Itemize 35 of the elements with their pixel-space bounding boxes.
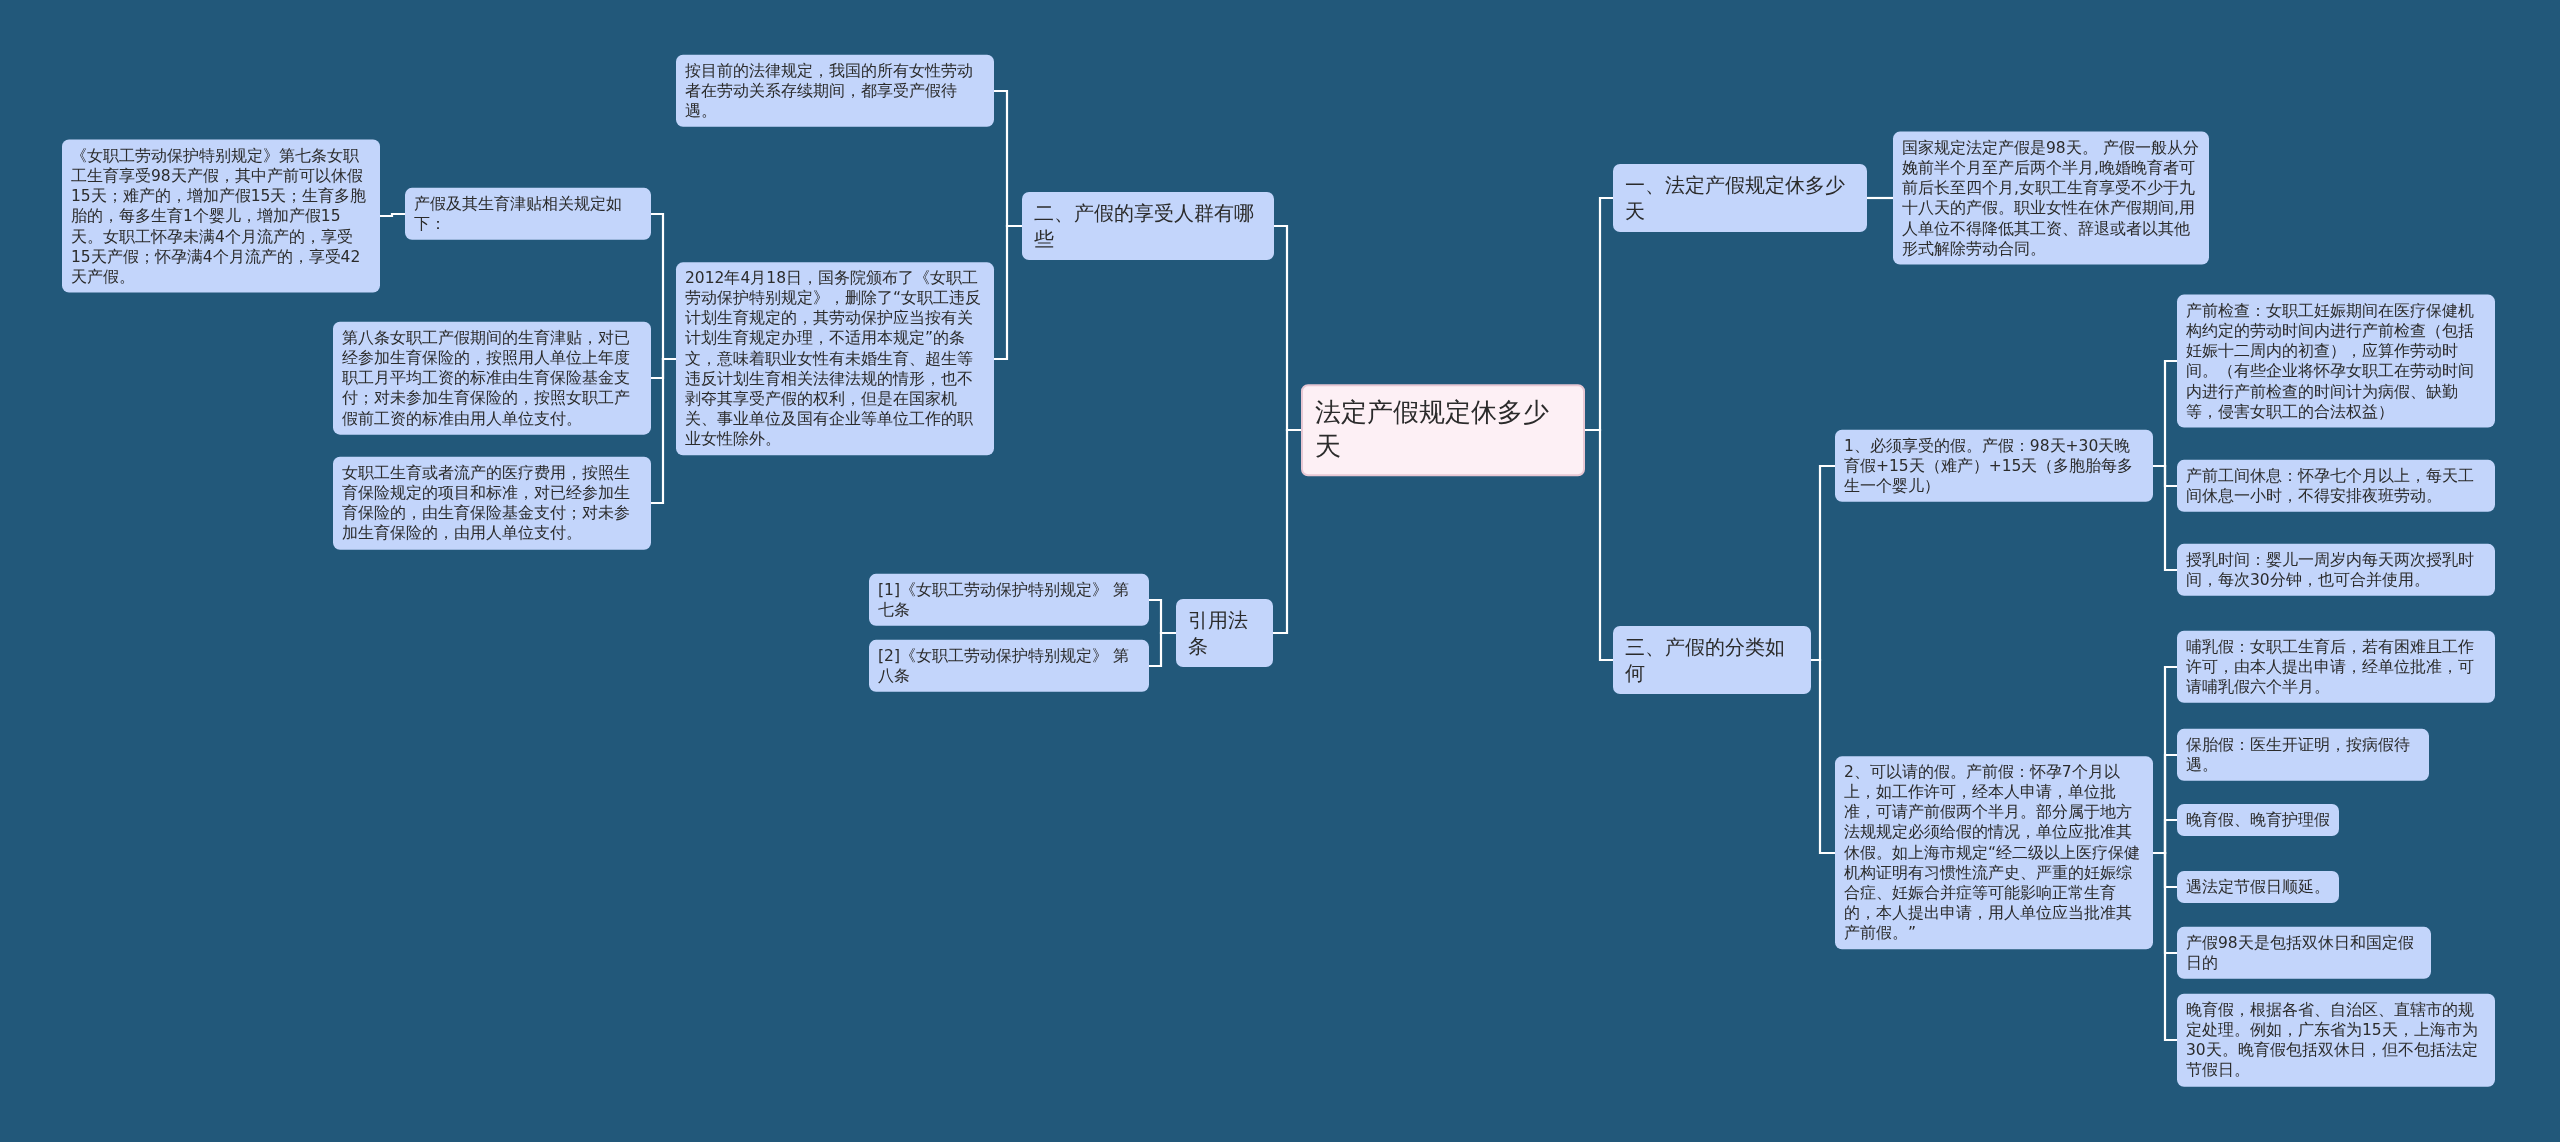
topic-card: 第八条女职工产假期间的生育津贴，对已经参加生育保险的，按照用人单位上年度职工月平均工资的标准由生育保险基金支付；对未参加生育保险的，按照女职工产假前工资的标准由用人单位支付。 — [333, 321, 651, 435]
topic-card: 产前工间休息：怀孕七个月以上，每天工间休息一小时，不得安排夜班劳动。 — [2177, 459, 2495, 513]
topic-card: 女职工生育或者流产的医疗费用，按照生育保险规定的项目和标准，对已经参加生育保险的，由生育保险基金支付；对未参加生育保险的，由用人单位支付。 — [333, 456, 651, 550]
connector-line — [1149, 631, 1176, 668]
branch-topic: 二、产假的享受人群有哪些 — [1022, 192, 1274, 260]
branch-topic: 一、法定产假规定休多少天 — [1613, 164, 1867, 232]
topic-card: 1、必须享受的假。产假：98天+30天晚育假+15天（难产）+15天（多胞胎每多生一个婴儿） — [1835, 429, 2153, 503]
topic-card: [1]《女职工劳动保护特别规定》 第七条 — [869, 573, 1149, 627]
connector-line — [1867, 196, 1893, 200]
connector-line — [1273, 428, 1301, 635]
topic-card: 《女职工劳动保护特别规定》第七条女职工生育享受98天产假，其中产前可以休假15天；难产的，增加产假15天；生育多胞胎的，每多生育1个婴儿，增加产假15天。女职工怀孕未满4个月流产的，享受15天产假；怀孕满4个月流产的，享受42天产假。 — [62, 139, 380, 293]
connector-line — [2153, 851, 2177, 1042]
branch-topic: 三、产假的分类如何 — [1613, 626, 1811, 694]
topic-card: 产假98天是包括双休日和国定假日的 — [2177, 926, 2431, 980]
topic-card: 遇法定节假日顺延。 — [2177, 870, 2339, 904]
topic-card: 保胎假：医生开证明，按病假待遇。 — [2177, 728, 2429, 782]
topic-card: 2、可以请的假。产前假：怀孕7个月以上，如工作许可，经本人申请，单位批准，可请产前假两个半月。部分属于地方法规规定必须给假的情况，单位应批准其休假。如上海市规定“经二级以上医疗保健机构证明有习惯性流产史、严重的妊娠综合症、妊娠合并症等可能影响正常生育的，本人提出申请，用人单位应当批准其产前假。” — [1835, 756, 2153, 950]
topic-card: 晚育假，根据各省、自治区、直辖市的规定处理。例如，广东省为15天，上海市为30天。晚育假包括双休日，但不包括法定节假日。 — [2177, 993, 2495, 1087]
connector-line — [2153, 464, 2177, 572]
topic-card: 产假及其生育津贴相关规定如下： — [405, 187, 651, 241]
connector-line — [1585, 428, 1613, 662]
topic-card: 授乳时间：婴儿一周岁内每天两次授乳时间，每次30分钟，也可合并使用。 — [2177, 543, 2495, 597]
topic-card: 国家规定法定产假是98天。 产假一般从分娩前半个月至产后两个半月,晚婚晚育者可前后长至四个月,女职工生育享受不少于九十八天的产假。职业女性在休产假期间,用人单位不得降低其工资、辞退或者以其他形式解除劳动合同。 — [1893, 131, 2209, 265]
topic-card: 按目前的法律规定，我国的所有女性劳动者在劳动关系存续期间，都享受产假待遇。 — [676, 54, 994, 128]
central-topic: 法定产假规定休多少天 — [1301, 384, 1585, 476]
topic-card: 晚育假、晚育护理假 — [2177, 803, 2339, 837]
branch-topic: 引用法条 — [1176, 599, 1273, 667]
connector-line — [380, 212, 405, 218]
topic-card: 2012年4月18日，国务院颁布了《女职工劳动保护特别规定》，删除了“女职工违反计划生育规定的，其劳动保护应当按有关计划生育规定办理，不适用本规定”的条文，意味着职业女性有未婚生育、超生等违反计划生育相关法律法规的情形，也不剥夺其享受产假的权利，但是在国家机关、事业单位及国有企业等单位工作的职业女性除外。 — [676, 262, 994, 456]
connector-line — [994, 224, 1022, 361]
topic-card: [2]《女职工劳动保护特别规定》 第八条 — [869, 639, 1149, 693]
connector-line — [1811, 658, 1835, 855]
topic-card: 产前检查：女职工妊娠期间在医疗保健机构约定的劳动时间内进行产前检查（包括妊娠十二周内的初查），应算作劳动时间。（有些企业将怀孕女职工在劳动时间内进行产前检查的时间计为病假、缺勤等，侵害女职工的合法权益） — [2177, 294, 2495, 428]
topic-card: 哺乳假：女职工生育后，若有困难且工作许可，由本人提出申请，经单位批准，可请哺乳假六个半月。 — [2177, 630, 2495, 704]
connector-line — [651, 357, 676, 505]
